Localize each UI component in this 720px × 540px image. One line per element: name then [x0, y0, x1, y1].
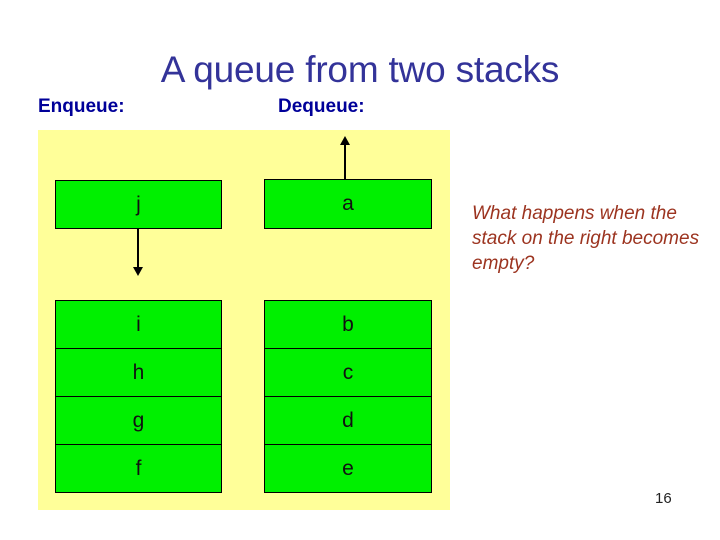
question-note: What happens when the stack on the right… — [472, 203, 700, 274]
right-stack-cell: b — [264, 300, 432, 349]
dequeue-label: Dequeue: — [278, 96, 365, 117]
right-stack-cell: d — [264, 396, 432, 445]
left-stack-cell: h — [55, 348, 222, 397]
up-arrow-icon — [340, 136, 350, 145]
right-stack-cell: c — [264, 348, 432, 397]
dequeue-arrow-shaft — [344, 144, 346, 180]
left-stack-cell: i — [55, 300, 222, 349]
left-stack-cell: g — [55, 396, 222, 445]
right-stack-detached-cell: a — [264, 179, 432, 229]
page-number: 16 — [655, 490, 672, 507]
enqueue-arrow-shaft — [137, 229, 139, 268]
enqueue-label: Enqueue: — [38, 96, 125, 117]
right-stack-cell: e — [264, 444, 432, 493]
down-arrow-icon — [133, 267, 143, 276]
left-stack-detached-cell: j — [55, 180, 222, 229]
page-title: A queue from two stacks — [160, 49, 560, 90]
left-stack-cell: f — [55, 444, 222, 493]
